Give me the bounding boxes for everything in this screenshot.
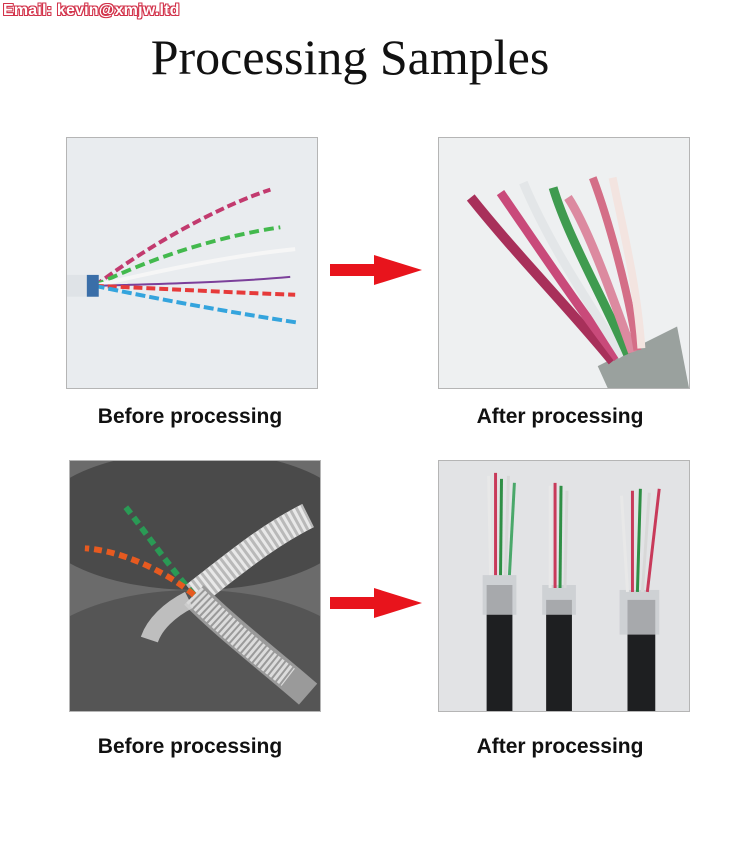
email-watermark: Email: kevin@xmjw.ltd: [3, 2, 180, 19]
arrow-right-icon: [330, 255, 422, 285]
after-image-stripped-wires: [438, 137, 690, 389]
before-image-twisted-pairs: [66, 137, 318, 389]
caption-after-processing: After processing: [476, 405, 644, 428]
arrow-right-icon: [330, 588, 422, 618]
caption-after-processing-2: After processing: [476, 735, 644, 758]
caption-before-processing: Before processing: [97, 405, 283, 428]
page-title: Processing Samples: [150, 29, 550, 85]
caption-before-processing-2: Before processing: [97, 735, 283, 758]
before-image-shielded-cable: [69, 460, 321, 712]
after-image-three-cables: [438, 460, 690, 712]
